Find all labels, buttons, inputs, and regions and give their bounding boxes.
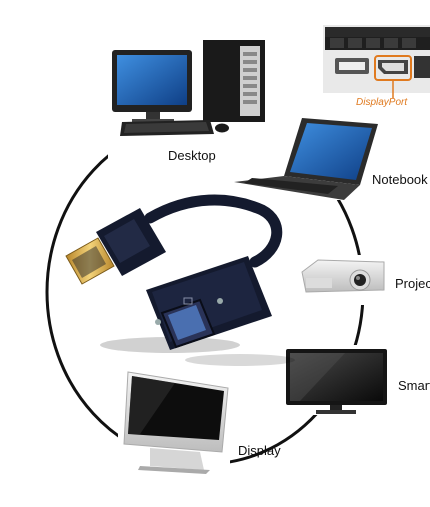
laptop-icon	[234, 118, 378, 200]
monitor-icon	[286, 349, 387, 414]
displayport-adapter-icon	[65, 194, 283, 350]
imac-icon	[123, 371, 229, 474]
desktop-label: Desktop	[168, 148, 216, 163]
desktop-computer-icon	[112, 40, 265, 136]
projector-icon	[301, 259, 385, 293]
projector-label: Projector	[395, 276, 430, 291]
port-closeup-icon	[323, 25, 430, 98]
display-label: Display	[238, 443, 281, 458]
notebook-label: Notebook	[372, 172, 428, 187]
smart-label: Smart	[398, 378, 430, 393]
displayport-label: DisplayPort	[356, 97, 408, 108]
